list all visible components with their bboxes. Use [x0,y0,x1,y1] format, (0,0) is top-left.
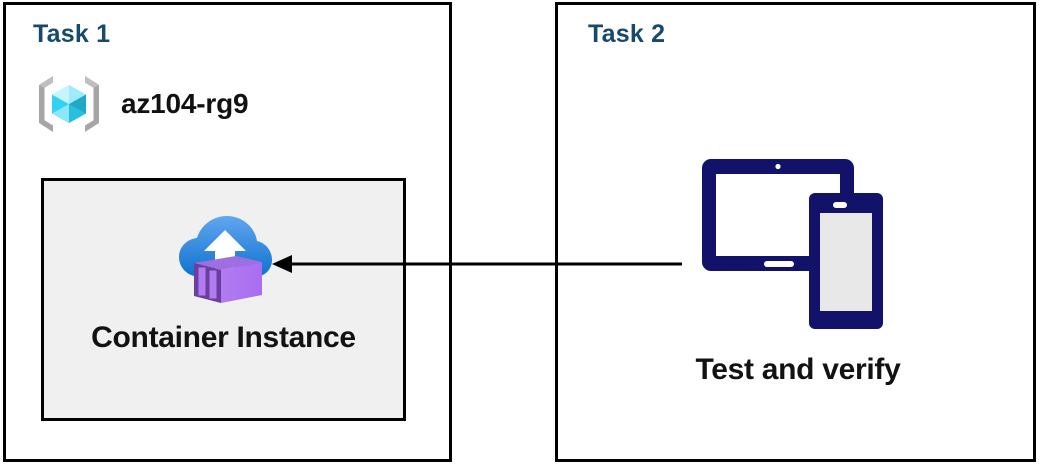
task-2-panel: Task 2 [555,2,1036,462]
resource-group-label: az104-rg9 [121,88,249,119]
task-2-title: Task 2 [588,20,666,48]
task-1-title: Task 1 [33,20,111,48]
container-instance-box: Container Instance [41,178,406,421]
resource-group-row: az104-rg9 [33,68,249,140]
devices-group: Test and verify [678,155,918,387]
tablet-and-phone-icon [699,155,897,335]
test-and-verify-label: Test and verify [695,353,901,386]
azure-container-instance-icon [174,181,274,303]
azure-resource-group-icon [33,68,105,140]
container-instance-label: Container Instance [91,321,356,354]
flow-arrow [272,255,682,273]
task-1-panel: Task 1 [3,2,452,462]
